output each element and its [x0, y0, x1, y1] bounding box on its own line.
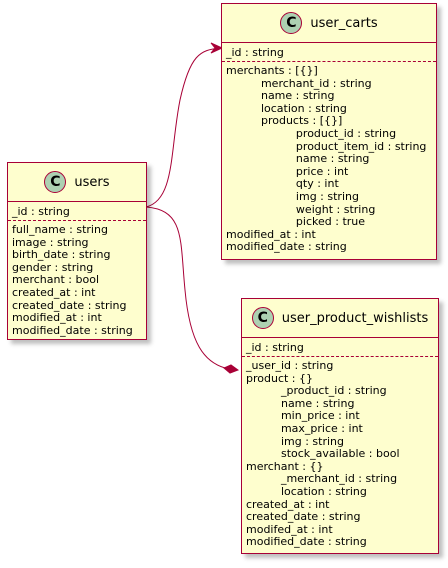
- class-field: gender : string: [12, 260, 94, 274]
- class-header: C users: [8, 163, 146, 202]
- class-header: C user_product_wishlists: [242, 299, 438, 338]
- class-field: birth_date : string: [12, 248, 111, 262]
- class-user-carts[interactable]: C user_carts _id : string merchants : [{…: [221, 3, 437, 260]
- class-field: qty : int: [226, 177, 339, 191]
- class-field: min_price : int: [246, 409, 360, 423]
- class-field: max_price : int: [246, 421, 363, 435]
- users-to-user-carts-edge: [145, 47, 221, 208]
- class-field: img : string: [226, 189, 359, 203]
- class-field: img : string: [246, 434, 344, 448]
- class-header: C user_carts: [222, 4, 436, 43]
- class-field: _user_id : string: [246, 359, 334, 372]
- class-field: created_at : int: [246, 497, 330, 511]
- class-field: created_date : string: [246, 510, 361, 524]
- id-field: _id : string: [8, 202, 146, 221]
- class-field: product_id : string: [226, 126, 397, 140]
- users-to-wishlists-edge: [145, 206, 226, 369]
- id-field: _id : string: [242, 338, 438, 357]
- class-field: modified_date : string: [12, 323, 133, 337]
- class-user-product-wishlists[interactable]: C user_product_wishlists _id : string _u…: [241, 298, 439, 554]
- class-field: modifed_at : int: [246, 522, 333, 536]
- class-name: users: [74, 174, 110, 190]
- field-list: merchants : [{}] merchant_id : string na…: [222, 62, 436, 257]
- class-field: image : string: [12, 235, 89, 249]
- class-field: name : string: [226, 89, 335, 103]
- class-field: location : string: [226, 101, 347, 115]
- id-field: _id : string: [222, 43, 436, 62]
- class-field: created_at : int: [12, 285, 96, 299]
- class-field: products : [{}]: [226, 114, 343, 128]
- class-field: modified_date : string: [226, 240, 347, 254]
- class-name: user_product_wishlists: [281, 310, 429, 326]
- class-field: picked : true: [226, 215, 366, 229]
- class-field: merchant : bool: [12, 273, 100, 287]
- class-field: created_date : string: [12, 298, 127, 312]
- class-field: product_item_id : string: [226, 139, 427, 153]
- class-name: user_carts: [310, 15, 378, 31]
- composition-diamond-icon: [223, 364, 240, 374]
- class-field: name : string: [246, 396, 355, 410]
- class-field: full_name : string: [12, 223, 108, 236]
- class-field: modified_at : int: [226, 227, 316, 241]
- class-field: modified_date : string: [246, 535, 367, 549]
- class-field: price : int: [226, 164, 349, 178]
- class-field: weight : string: [226, 202, 376, 216]
- class-field: merchant_id : string: [226, 76, 372, 90]
- class-field: name : string: [226, 152, 370, 166]
- class-field: merchant : {}: [246, 459, 324, 473]
- class-field: location : string: [246, 484, 367, 498]
- class-field: _product_id : string: [246, 384, 387, 398]
- class-field: _merchant_id : string: [246, 472, 398, 486]
- class-badge-icon: C: [44, 171, 67, 193]
- class-badge-icon: C: [251, 307, 274, 329]
- class-field: modified_at : int: [12, 311, 102, 325]
- class-field: stock_available : bool: [246, 447, 400, 461]
- arrowhead-icon: [210, 42, 224, 54]
- class-field: merchants : [{}]: [226, 64, 318, 77]
- class-field: product : {}: [246, 371, 314, 385]
- class-badge-icon: C: [280, 12, 303, 34]
